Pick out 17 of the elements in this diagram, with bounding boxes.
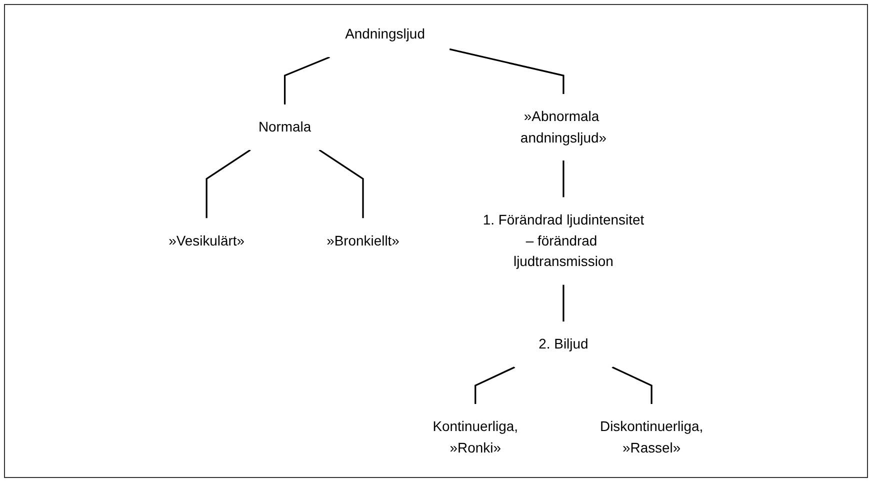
- connector: [562, 160, 564, 198]
- node-text: »Bronkiellt»: [326, 233, 400, 249]
- node-text: »Vesikulärt»: [168, 233, 245, 249]
- connector: [284, 56, 330, 104]
- node-text: Andningsljud: [345, 26, 426, 42]
- connector: [612, 366, 653, 404]
- connector: [206, 149, 251, 218]
- node-text: Kontinuerliga, »Ronki»: [432, 418, 518, 456]
- connector: [474, 366, 516, 404]
- node-text: »Abnormala andningsljud»: [520, 108, 607, 146]
- node-text: Normala: [258, 119, 312, 135]
- node-text: 2. Biljud: [538, 336, 588, 352]
- connector: [318, 149, 364, 218]
- node-text: 1. Förändrad ljudintensitet – förändrad ljudtransmission: [483, 212, 644, 270]
- node-text: Diskontinuerliga, »Rassel»: [600, 418, 704, 456]
- connector: [450, 48, 564, 94]
- connector: [562, 284, 564, 322]
